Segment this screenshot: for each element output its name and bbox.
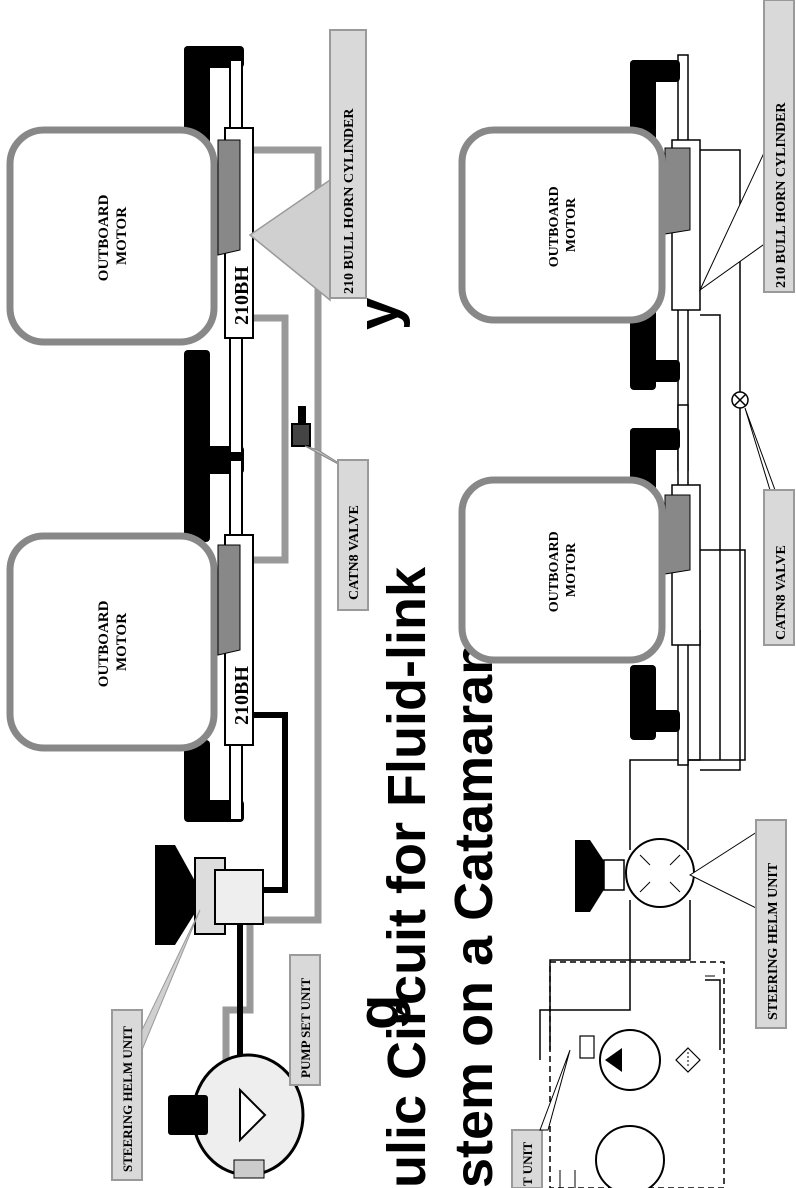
upper-cylinder-label: 210 BULL HORN CYLINDER xyxy=(329,29,367,299)
svg-text:210 BULL HORN CYLINDER: 210 BULL HORN CYLINDER xyxy=(342,108,357,294)
lower-helm-label: STEERING HELM UNIT xyxy=(755,819,787,1029)
upper-cylinder-2: 210BH xyxy=(217,534,254,746)
svg-text:g: g xyxy=(346,995,411,1030)
lower-pump-callout xyxy=(539,1049,571,1131)
lower-catn8-valve xyxy=(731,391,776,491)
upper-motor-1: OUTBOARD MOTOR xyxy=(6,126,218,346)
top-fragment: y g xyxy=(346,298,411,1030)
svg-text:OUTBOARD MOTOR: OUTBOARD MOTOR xyxy=(96,597,130,687)
upper-motor-2-line1: OUTBOARD xyxy=(96,600,112,687)
upper-helm-label: STEERING HELM UNIT xyxy=(111,1009,143,1181)
svg-text:CATN8 VALVE: CATN8 VALVE xyxy=(774,545,789,640)
title-line-2: stem on a Catamaran xyxy=(444,642,504,1188)
lower-cylinder-callout xyxy=(698,139,771,292)
lower-pump-fragment-label: T UNIT xyxy=(511,1129,543,1188)
upper-diagram: 210BH 210BH OUTBOARD MOTOR OUTBOARD MOTO… xyxy=(6,29,369,1181)
svg-text:210BH: 210BH xyxy=(231,666,253,725)
upper-helm-callout xyxy=(141,909,201,1051)
lower-helm-unit xyxy=(575,829,761,912)
svg-text:STEERING HELM UNIT: STEERING HELM UNIT xyxy=(120,1026,135,1172)
upper-motor-1-line2: MOTOR xyxy=(114,207,130,265)
lower-valve-label: CATN8 VALVE xyxy=(763,489,795,646)
svg-text:OUTBOARD MOTOR: OUTBOARD MOTOR xyxy=(96,191,130,281)
lower-cylinder-2 xyxy=(664,484,701,646)
upper-helm-unit xyxy=(155,845,264,945)
svg-text:OUTBOARD MOTOR: OUTBOARD MOTOR xyxy=(547,528,579,612)
upper-motor-2-line2: MOTOR xyxy=(114,613,130,671)
upper-motor-1-line1: OUTBOARD xyxy=(96,194,112,281)
lower-motor-1: OUTBOARD MOTOR xyxy=(458,126,666,324)
svg-text:CATN8 VALVE: CATN8 VALVE xyxy=(347,505,362,600)
title-line-1: ulic Circuit for Fluid-link xyxy=(377,566,437,1188)
lower-diagram: OUTBOARD MOTOR OUTBOARD MOTOR xyxy=(458,0,795,1188)
lower-cylinder-label: 210 BULL HORN CYLINDER xyxy=(763,0,795,293)
upper-pump-unit xyxy=(168,1053,305,1179)
upper-cylinder-callout xyxy=(248,178,331,302)
svg-text:PUMP SET UNIT: PUMP SET UNIT xyxy=(298,978,313,1078)
svg-text:y: y xyxy=(346,298,411,330)
lower-pump-set xyxy=(549,961,725,1188)
upper-pump-label: PUMP SET UNIT xyxy=(289,954,321,1086)
svg-text:210 BULL HORN CYLINDER: 210 BULL HORN CYLINDER xyxy=(774,102,789,288)
lower-cylinder-1 xyxy=(664,139,701,311)
lower-lines xyxy=(539,149,746,1060)
lower-motor-2: OUTBOARD MOTOR xyxy=(458,476,666,664)
upper-motor-2: OUTBOARD MOTOR xyxy=(6,532,218,752)
svg-text:210BH: 210BH xyxy=(231,266,253,325)
upper-cylinder-1: 210BH xyxy=(217,127,254,339)
svg-text:STEERING HELM UNIT: STEERING HELM UNIT xyxy=(766,862,781,1020)
upper-valve-label: CATN8 VALVE xyxy=(337,459,369,611)
svg-text:OUTBOARD MOTOR: OUTBOARD MOTOR xyxy=(547,183,579,267)
svg-text:T UNIT: T UNIT xyxy=(520,1141,535,1186)
